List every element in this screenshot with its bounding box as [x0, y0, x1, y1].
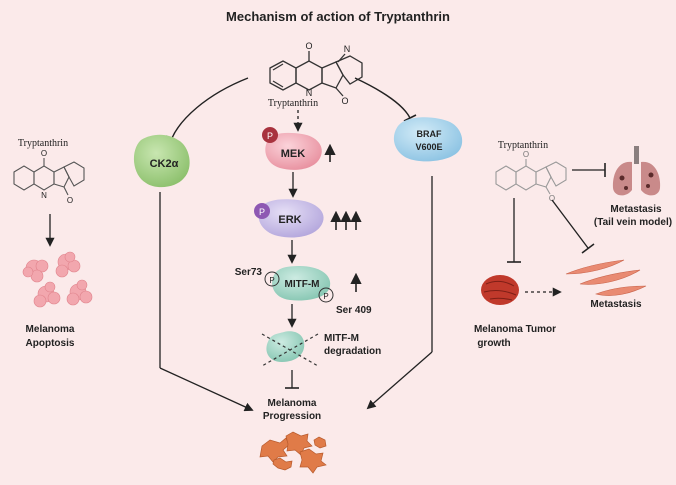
ser409-phospho-badge	[318, 287, 334, 303]
center-tryptanthrin-structure-icon	[269, 51, 363, 97]
tumor-growth-label-2: growth	[477, 338, 510, 349]
progression-label-1: Melanoma	[268, 398, 317, 409]
svg-text:O: O	[41, 149, 47, 158]
apoptotic-cells-icon	[22, 251, 93, 308]
braf-mutation-label: V600E	[415, 142, 442, 152]
mitf-m-label: MITF-M	[285, 279, 320, 290]
svg-text:O: O	[523, 150, 529, 159]
lung-metastasis-label-2: (Tail vein model)	[594, 217, 672, 228]
degradation-label-1: MITF-M	[324, 333, 359, 344]
braf-label: BRAF	[417, 129, 442, 139]
mek-protein	[265, 132, 322, 170]
braf-to-progression-arrow	[366, 351, 433, 410]
erk-label: ERK	[278, 214, 301, 226]
degradation-label-2: degradation	[324, 346, 381, 357]
progression-label-2: Progression	[263, 411, 321, 422]
inhibit-ck2a-arc	[171, 77, 249, 139]
svg-text:O: O	[305, 41, 312, 51]
left-tryptanthrin-structure-icon	[13, 158, 85, 196]
svg-text:N: N	[344, 44, 351, 54]
ser73-phospho-badge	[264, 271, 280, 287]
ser409-label: Ser 409	[336, 305, 372, 316]
braf-v600e-protein	[393, 117, 463, 162]
erk-protein	[258, 199, 324, 238]
mek-phospho-badge	[262, 127, 278, 143]
center-drug-label: Tryptanthrin	[268, 98, 318, 109]
lung-metastasis-label-1: Metastasis	[610, 204, 662, 215]
melanoma-cells-icon	[259, 431, 327, 474]
inhibit-metastasis-bar	[581, 243, 595, 254]
ck2a-label: CK2α	[150, 158, 179, 170]
svg-text:N: N	[41, 191, 47, 200]
melanoma-tumor-icon	[481, 275, 519, 305]
apoptosis-label-2: Apoptosis	[26, 338, 75, 349]
svg-text:N: N	[306, 88, 313, 98]
mek-label: MEK	[281, 148, 306, 160]
tumor-growth-label-1: Melanoma Tumor	[474, 324, 556, 335]
left-drug-label: Tryptanthrin	[18, 138, 68, 149]
mitf-m-protein	[272, 266, 331, 301]
svg-text:P: P	[323, 292, 328, 301]
svg-text:O: O	[341, 96, 348, 106]
erk-triple-up-arrow-icon	[330, 210, 362, 230]
svg-text:P: P	[267, 131, 273, 141]
inhibit-braf-arc	[354, 77, 411, 119]
erk-phospho-badge	[254, 203, 270, 219]
right-drug-label: Tryptanthrin	[498, 140, 548, 151]
metastatic-cells-icon	[565, 259, 647, 296]
svg-text:P: P	[269, 276, 274, 285]
ck2a-protein	[133, 134, 190, 188]
svg-text:O: O	[549, 194, 555, 203]
apoptosis-label-1: Melanoma	[26, 324, 75, 335]
right-tryptanthrin-structure-icon	[495, 159, 567, 195]
metastasis-label: Metastasis	[590, 299, 642, 310]
ser73-label: Ser73	[235, 267, 263, 278]
svg-text:P: P	[259, 207, 265, 217]
lungs-icon	[612, 146, 661, 196]
diagram-title: Mechanism of action of Tryptanthrin	[226, 9, 450, 24]
svg-text:O: O	[67, 196, 73, 205]
ck2a-to-progression-arrow	[159, 367, 254, 412]
